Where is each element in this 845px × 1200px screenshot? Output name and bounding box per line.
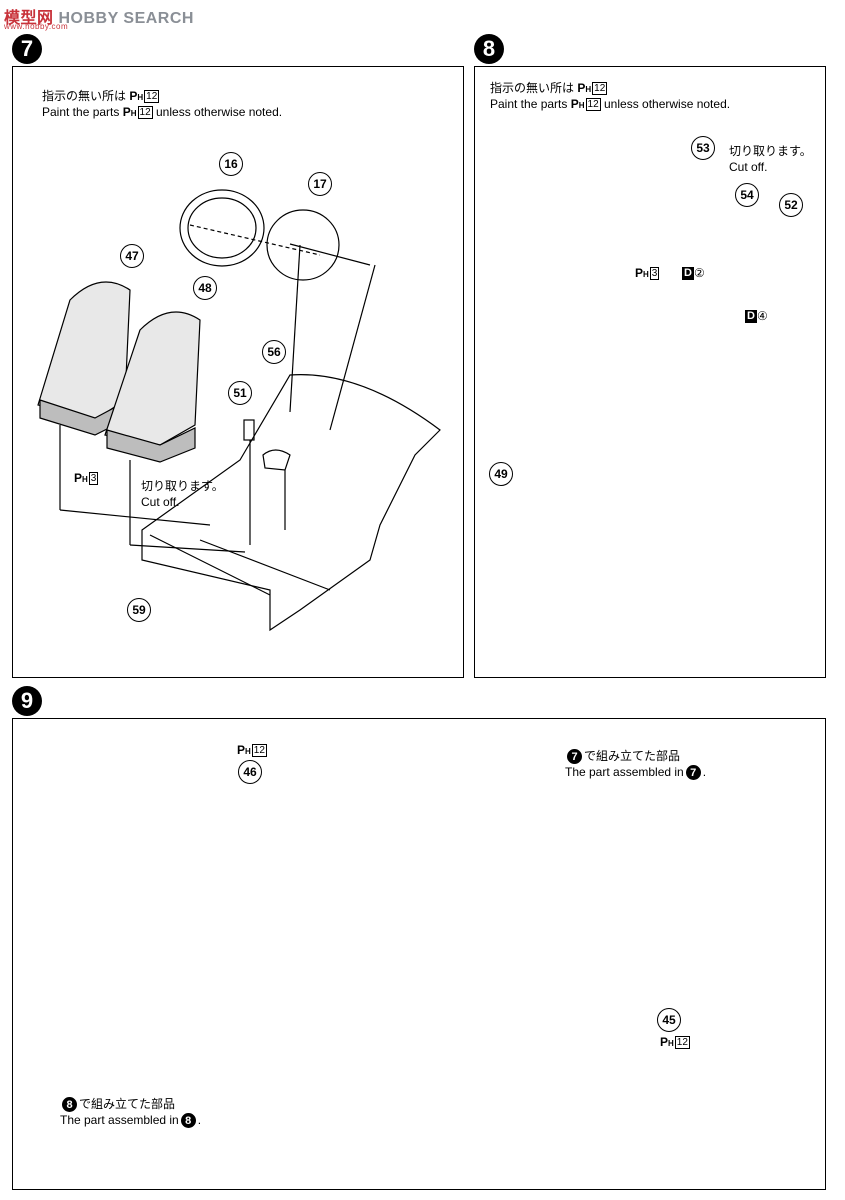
- part-number-17: 17: [308, 172, 332, 196]
- part-number-47: 47: [120, 244, 144, 268]
- part-number-53: 53: [691, 136, 715, 160]
- part-number-56: 56: [262, 340, 286, 364]
- part-number-59: 59: [127, 598, 151, 622]
- part-number-45: 45: [657, 1008, 681, 1032]
- step-9-number: 9: [12, 686, 42, 716]
- step-7-number: 7: [12, 34, 42, 64]
- step-8-panel: [474, 66, 826, 678]
- part-number-54: 54: [735, 183, 759, 207]
- part-number-49: 49: [489, 462, 513, 486]
- step-8-number: 8: [474, 34, 504, 64]
- watermark-site: HOBBY SEARCH: [58, 10, 194, 27]
- part-number-51: 51: [228, 381, 252, 405]
- part-number-16: 16: [219, 152, 243, 176]
- watermark-url: www.hobby.com: [4, 22, 69, 31]
- step-8-cut-jp: 切り取ります。: [729, 144, 812, 158]
- step-8-cut-en: Cut off.: [729, 160, 768, 174]
- step-9-panel: [12, 718, 826, 1190]
- part-number-52: 52: [779, 193, 803, 217]
- watermark: 模型网 HOBBY SEARCH www.hobby.com: [4, 4, 194, 31]
- part-number-46: 46: [238, 760, 262, 784]
- step-7-cut-jp: 切り取ります。: [141, 479, 224, 493]
- part-number-48: 48: [193, 276, 217, 300]
- step-7-cut-en: Cut off.: [141, 495, 180, 509]
- watermark-cn: 模型网: [4, 10, 54, 27]
